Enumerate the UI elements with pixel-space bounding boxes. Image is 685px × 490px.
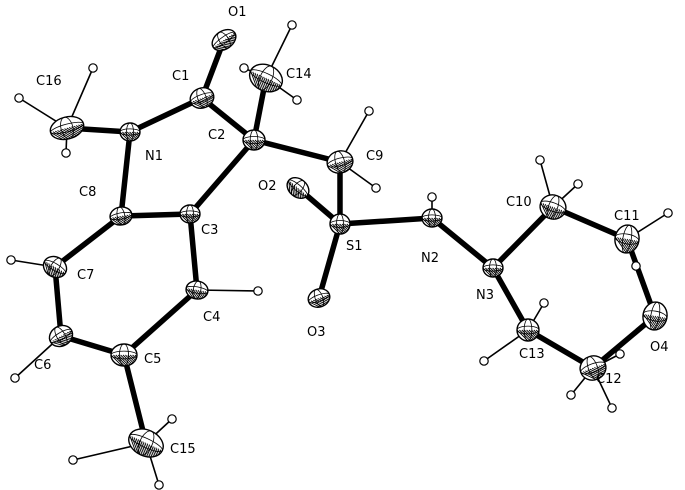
hydrogen-atom bbox=[88, 63, 98, 73]
hydrogen-atom bbox=[535, 155, 545, 165]
atom-label-c10: C10 bbox=[506, 195, 532, 210]
hydrogen-atom bbox=[287, 20, 297, 30]
atom-label-s1: S1 bbox=[346, 239, 363, 254]
atom-label-o3: O3 bbox=[307, 325, 326, 340]
atom-label-c7: C7 bbox=[77, 268, 94, 283]
atom-label-c12: C12 bbox=[596, 372, 622, 387]
bond-n3-c10 bbox=[490, 204, 556, 271]
hydrogen-atom bbox=[364, 106, 374, 116]
atom-label-c9: C9 bbox=[366, 149, 383, 164]
bond-c3-c4 bbox=[187, 211, 200, 293]
atom-ellipsoid-c10 bbox=[539, 194, 570, 223]
hydrogen-atom bbox=[253, 286, 263, 296]
hydrogen-atom bbox=[292, 95, 302, 105]
atom-label-c13: C13 bbox=[519, 347, 545, 362]
atom-label-o1: O1 bbox=[228, 5, 247, 20]
atom-label-c2: C2 bbox=[208, 128, 225, 143]
hydrogen-atom bbox=[371, 183, 381, 193]
hydrogen-atom bbox=[615, 349, 625, 359]
atom-ellipsoid-n2 bbox=[421, 208, 443, 228]
bond-s1-n2 bbox=[337, 215, 435, 227]
atom-ellipsoid-c13 bbox=[516, 318, 540, 342]
hydrogen-atom bbox=[631, 261, 641, 271]
hydrogen-atom bbox=[663, 208, 673, 218]
hydrogen-atom bbox=[68, 455, 78, 465]
atom-label-c8: C8 bbox=[79, 185, 96, 200]
atom-label-c3: C3 bbox=[201, 223, 218, 238]
bond-c8-c7 bbox=[52, 213, 124, 270]
hydrogen-atom bbox=[167, 414, 177, 424]
hydrogen-atom bbox=[566, 390, 576, 400]
atom-ellipsoid-c4 bbox=[185, 280, 210, 301]
atom-ellipsoid-c1 bbox=[189, 87, 217, 109]
atom-label-c5: C5 bbox=[144, 352, 161, 367]
atom-ellipsoid-o1 bbox=[211, 28, 240, 52]
hydrogen-atom bbox=[14, 93, 24, 103]
bond-c4-c5 bbox=[121, 287, 200, 358]
bond-n2-n3 bbox=[429, 215, 496, 271]
atom-label-c16: C16 bbox=[36, 74, 62, 89]
atom-ellipsoid-n3 bbox=[482, 258, 504, 278]
atom-label-o4: O4 bbox=[650, 340, 669, 355]
bond-s1-o3 bbox=[316, 221, 343, 301]
hydrogen-atom bbox=[427, 192, 437, 202]
bond-c2-c3 bbox=[187, 137, 257, 217]
atom-ellipsoid-c3 bbox=[179, 204, 201, 224]
hydrogen-atom bbox=[573, 179, 583, 189]
bond-c1-n1 bbox=[127, 95, 205, 135]
atom-ellipsoid-o4 bbox=[642, 301, 670, 332]
atom-ellipsoid-c2 bbox=[242, 129, 266, 151]
atom-label-c1: C1 bbox=[172, 69, 189, 84]
atom-label-c6: C6 bbox=[34, 358, 51, 373]
atom-ellipsoid-c8 bbox=[109, 206, 134, 226]
hydrogen-atom bbox=[154, 480, 164, 490]
bond-n1-c8 bbox=[118, 129, 133, 219]
hydrogen-bonds-layer bbox=[10, 24, 669, 486]
atom-labels-layer: O1 C1 C14 C16 N1 C2 C9 O2 C8 C3 S1 N2 C1… bbox=[34, 5, 669, 457]
atom-label-n2: N2 bbox=[421, 251, 439, 266]
hydrogen-atom bbox=[6, 255, 16, 265]
atom-label-o2: O2 bbox=[258, 179, 277, 194]
hydrogen-atom bbox=[479, 356, 489, 366]
atom-label-n3: N3 bbox=[476, 288, 494, 303]
atom-label-n1: N1 bbox=[145, 149, 163, 164]
hydrogen-atom bbox=[539, 298, 549, 308]
atom-label-c15: C15 bbox=[170, 442, 196, 457]
bond-c2-c9 bbox=[251, 137, 343, 165]
hydrogen-atom bbox=[239, 63, 249, 73]
atom-ellipsoid-s1 bbox=[329, 213, 351, 235]
atom-label-c11: C11 bbox=[614, 209, 640, 224]
atom-label-c14: C14 bbox=[286, 67, 312, 82]
bond-n3-c13 bbox=[490, 265, 531, 333]
hydrogen-atom bbox=[607, 403, 617, 413]
atom-ellipsoid-n1 bbox=[119, 122, 141, 142]
hydrogen-atoms-layer bbox=[6, 20, 673, 490]
bond-c6-c7 bbox=[52, 264, 64, 339]
atom-ellipsoid-c9 bbox=[326, 150, 356, 174]
hydrogen-atom bbox=[61, 148, 71, 158]
atom-ellipsoid-c5 bbox=[110, 343, 138, 367]
atom-label-c4: C4 bbox=[203, 310, 220, 325]
hydrogen-atom bbox=[10, 373, 20, 383]
